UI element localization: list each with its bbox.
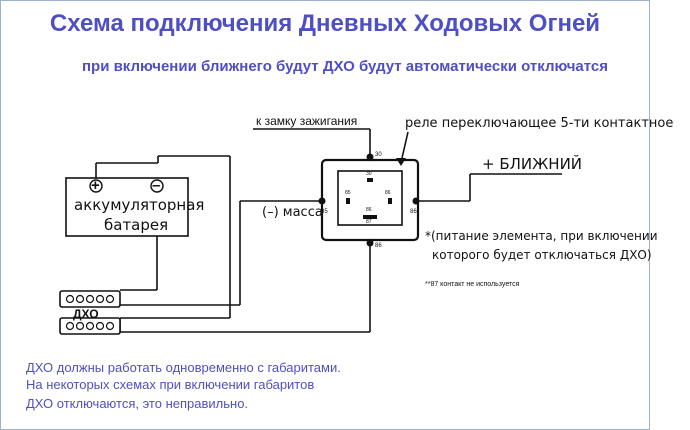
pin-right-number: 86 [410,209,417,215]
battery-minus-terminal [150,179,164,193]
pin-bottom [366,239,374,247]
pin-inner-right [388,198,392,204]
relay-label: реле переключающее 5-ти контактное [405,116,674,131]
element-note-line1: *(питание элемента, при включении [425,229,658,243]
diagram-title: Схема подключения Дневных Ходовых Огней [49,10,601,37]
diagram-subtitle: при включении ближнего будут ДХО будут а… [81,58,609,75]
pin-top-number: 30 [375,152,382,158]
relay-pointer [401,131,409,159]
relay-inner [337,170,403,226]
pin-top [366,153,374,161]
wiring-diagram [59,128,562,335]
battery-body [65,177,189,237]
pin-left-number: 85 [321,209,328,215]
pin-inner-bottom-number: 87 [366,219,372,225]
pin-inner-top [367,178,373,182]
battery-plus-sign: + [91,177,100,194]
battery-label-line2: батарея [104,216,169,234]
ground-label: (–) масса [262,205,323,220]
drl-lamp-bottom [59,317,121,335]
pin-inner-left-number: 85 [345,190,351,196]
low-beam-label: + БЛИЖНИЙ [482,155,583,173]
note-line-2: На некоторых схемах при включении габари… [26,377,315,392]
pin-inner-center-number: 86 [366,207,372,213]
drl-lamp-top [59,290,121,308]
battery-minus-sign: – [152,177,161,194]
battery-label-line1: аккумуляторная [74,196,205,214]
drl-label: ДХО [73,307,99,321]
pin-inner-bottom [363,215,377,219]
element-note-line2: которого будет отключаться ДХО) [432,248,652,262]
pin-left [318,197,326,205]
pin-inner-left [346,198,350,204]
pin-inner-top-number: 30 [366,171,372,177]
battery-plus-terminal [89,179,103,193]
note-line-1: ДХО должны работать одновременно с габар… [26,360,341,375]
ignition-label: к замку зажигания [256,114,358,128]
note-line-3: ДХО отключаются, это неправильно. [26,396,249,411]
relay-pointer-arrow [396,158,406,166]
pin-right [412,197,420,205]
pin87-note: **87 контакт не используется [425,281,520,288]
pin-inner-right-number: 86 [385,190,391,196]
pin-bottom-number: 86 [375,243,382,249]
